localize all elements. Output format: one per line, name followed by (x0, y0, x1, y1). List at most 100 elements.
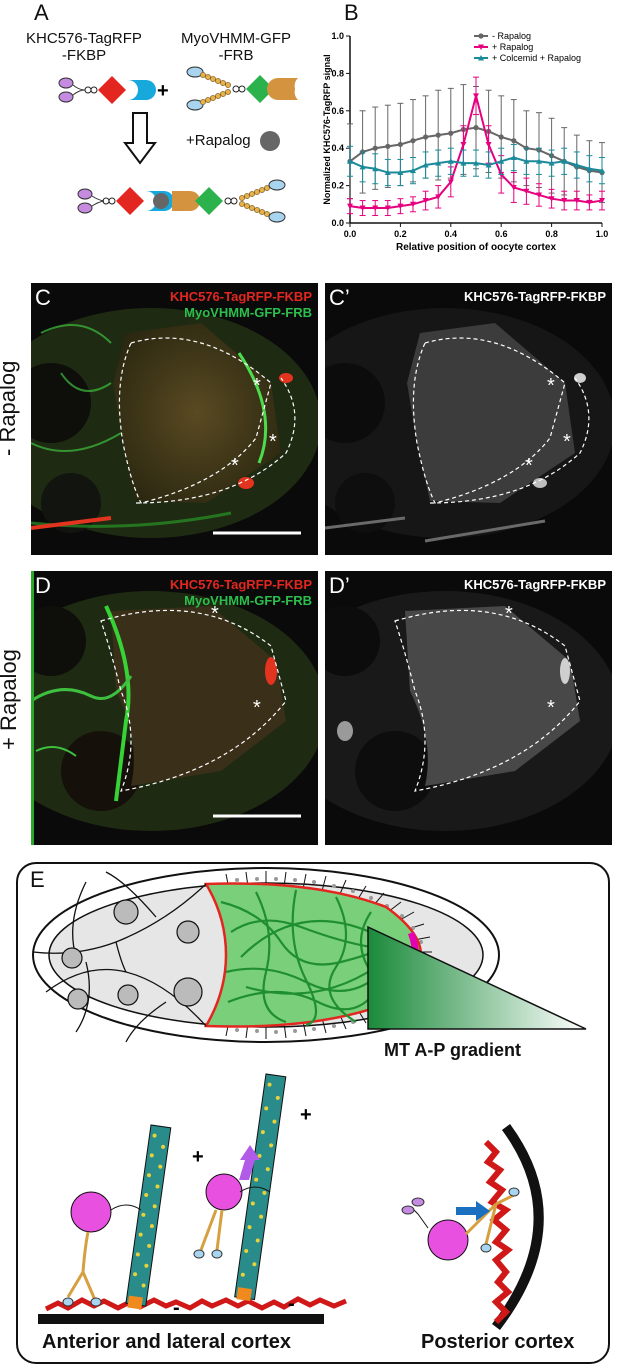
data-point (410, 201, 416, 208)
panel-e-box (16, 862, 610, 1364)
minus-end: - (288, 1293, 295, 1315)
data-point (397, 203, 404, 210)
up-arrow-icon (239, 1145, 260, 1180)
khc-construct (58, 76, 156, 104)
asterisk: * (231, 455, 239, 477)
data-point (435, 132, 441, 138)
data-point (523, 188, 530, 195)
data-point (384, 205, 391, 212)
panel-label-d-prime: D’ (329, 573, 350, 598)
asterisk: * (253, 697, 261, 719)
x-tick-label: 1.0 (596, 229, 609, 239)
data-point (372, 165, 379, 172)
panel-label-c: C (35, 285, 51, 310)
panel-a-schematic: + (58, 66, 298, 223)
asterisk: * (563, 431, 571, 453)
y-tick-label: 0.6 (331, 106, 344, 116)
myo-construct (186, 66, 298, 111)
plus-end: + (192, 1146, 204, 1168)
data-point (548, 160, 555, 166)
data-point (536, 158, 542, 164)
y-tick-label: 0.8 (331, 68, 344, 78)
x-tick-label: 0.8 (545, 229, 558, 239)
gray-channel-label: KHC576-TagRFP-FKBP (463, 577, 606, 592)
data-point (372, 145, 378, 151)
legend-label: - Rapalog (492, 31, 531, 41)
legend-label: + Colcemid + Rapalog (492, 53, 581, 63)
green-channel-label: MyoVHMM-GFP-FRB (184, 593, 312, 608)
panel-label-a: A (34, 0, 49, 25)
red-channel-label: KHC576-TagRFP-FKBP (169, 289, 312, 304)
plus-sign: + (157, 80, 169, 102)
data-point (536, 192, 542, 198)
green-channel-label: MyoVHMM-GFP-FRB (184, 305, 312, 320)
x-tick-label: 0.4 (445, 229, 458, 239)
data-point (397, 141, 403, 148)
data-point (498, 158, 505, 164)
micrograph-d-prime: D’ KHC576-TagRFP-FKBP * * (325, 571, 612, 845)
y-tick-label: 0.0 (331, 218, 344, 228)
data-point (498, 134, 504, 140)
y-tick-label: 0.2 (331, 181, 344, 191)
data-point (599, 167, 605, 174)
data-point (410, 138, 416, 144)
mt-gradient-triangle (367, 925, 587, 1030)
data-point (372, 205, 379, 212)
y-axis-label: Normalized KHC576-TagRFP signal (322, 54, 332, 204)
plus-rapalog-label: + Rapalog (0, 649, 21, 750)
data-point (347, 158, 353, 164)
minus-end: - (173, 1297, 180, 1319)
rapalog-dot (260, 131, 280, 151)
asterisk: * (547, 375, 555, 397)
data-point (422, 198, 429, 204)
data-point (448, 130, 454, 136)
data-point (410, 167, 416, 174)
red-channel-label: KHC576-TagRFP-FKBP (169, 577, 312, 592)
plus-end: + (300, 1104, 312, 1126)
minus-rapalog-label: - Rapalog (0, 360, 20, 456)
data-point (473, 93, 479, 99)
data-point (423, 134, 429, 140)
panel-label-d: D (35, 573, 51, 598)
right-arrow-icon (456, 1201, 490, 1221)
panel-e-diagram: + + - - (32, 867, 587, 1331)
data-point (447, 158, 454, 164)
data-point (548, 196, 555, 202)
data-point (485, 141, 492, 148)
data-point (510, 154, 517, 161)
down-arrow-icon (123, 112, 157, 165)
y-tick-label: 0.4 (331, 143, 344, 153)
data-point (561, 158, 568, 164)
data-point (586, 199, 593, 206)
y-tick-label: 1.0 (331, 31, 344, 41)
panel-label-e: E (30, 867, 45, 892)
data-point (359, 163, 366, 170)
data-point (447, 179, 454, 185)
data-point (422, 162, 429, 168)
data-point (573, 162, 580, 168)
data-point (435, 194, 442, 200)
posterior-cortex-label: Posterior cortex (421, 1331, 575, 1353)
data-point (460, 141, 467, 148)
panel-label-c-prime: C’ (329, 285, 350, 310)
data-point (473, 125, 479, 131)
asterisk: * (269, 431, 277, 453)
data-point (473, 160, 479, 166)
gradient-label: MT A-P gradient (384, 1040, 522, 1060)
data-point (460, 160, 467, 166)
micrograph-c-prime: C’ KHC576-TagRFP-FKBP * * * (325, 283, 612, 555)
anterior-cortex-diagram (38, 1073, 347, 1324)
legend-label: + Rapalog (492, 42, 533, 52)
asterisk: * (211, 603, 219, 625)
asterisk: * (505, 603, 513, 625)
data-point (523, 158, 530, 164)
data-point (347, 203, 353, 210)
anterior-cortex-label: Anterior and lateral cortex (42, 1331, 291, 1353)
asterisk: * (547, 697, 555, 719)
data-point (435, 160, 442, 166)
asterisk: * (525, 455, 533, 477)
gray-channel-label: KHC576-TagRFP-FKBP (463, 289, 606, 304)
data-point (385, 143, 391, 149)
construct2-label: MyoVHMM-GFP-FRB (181, 30, 291, 64)
